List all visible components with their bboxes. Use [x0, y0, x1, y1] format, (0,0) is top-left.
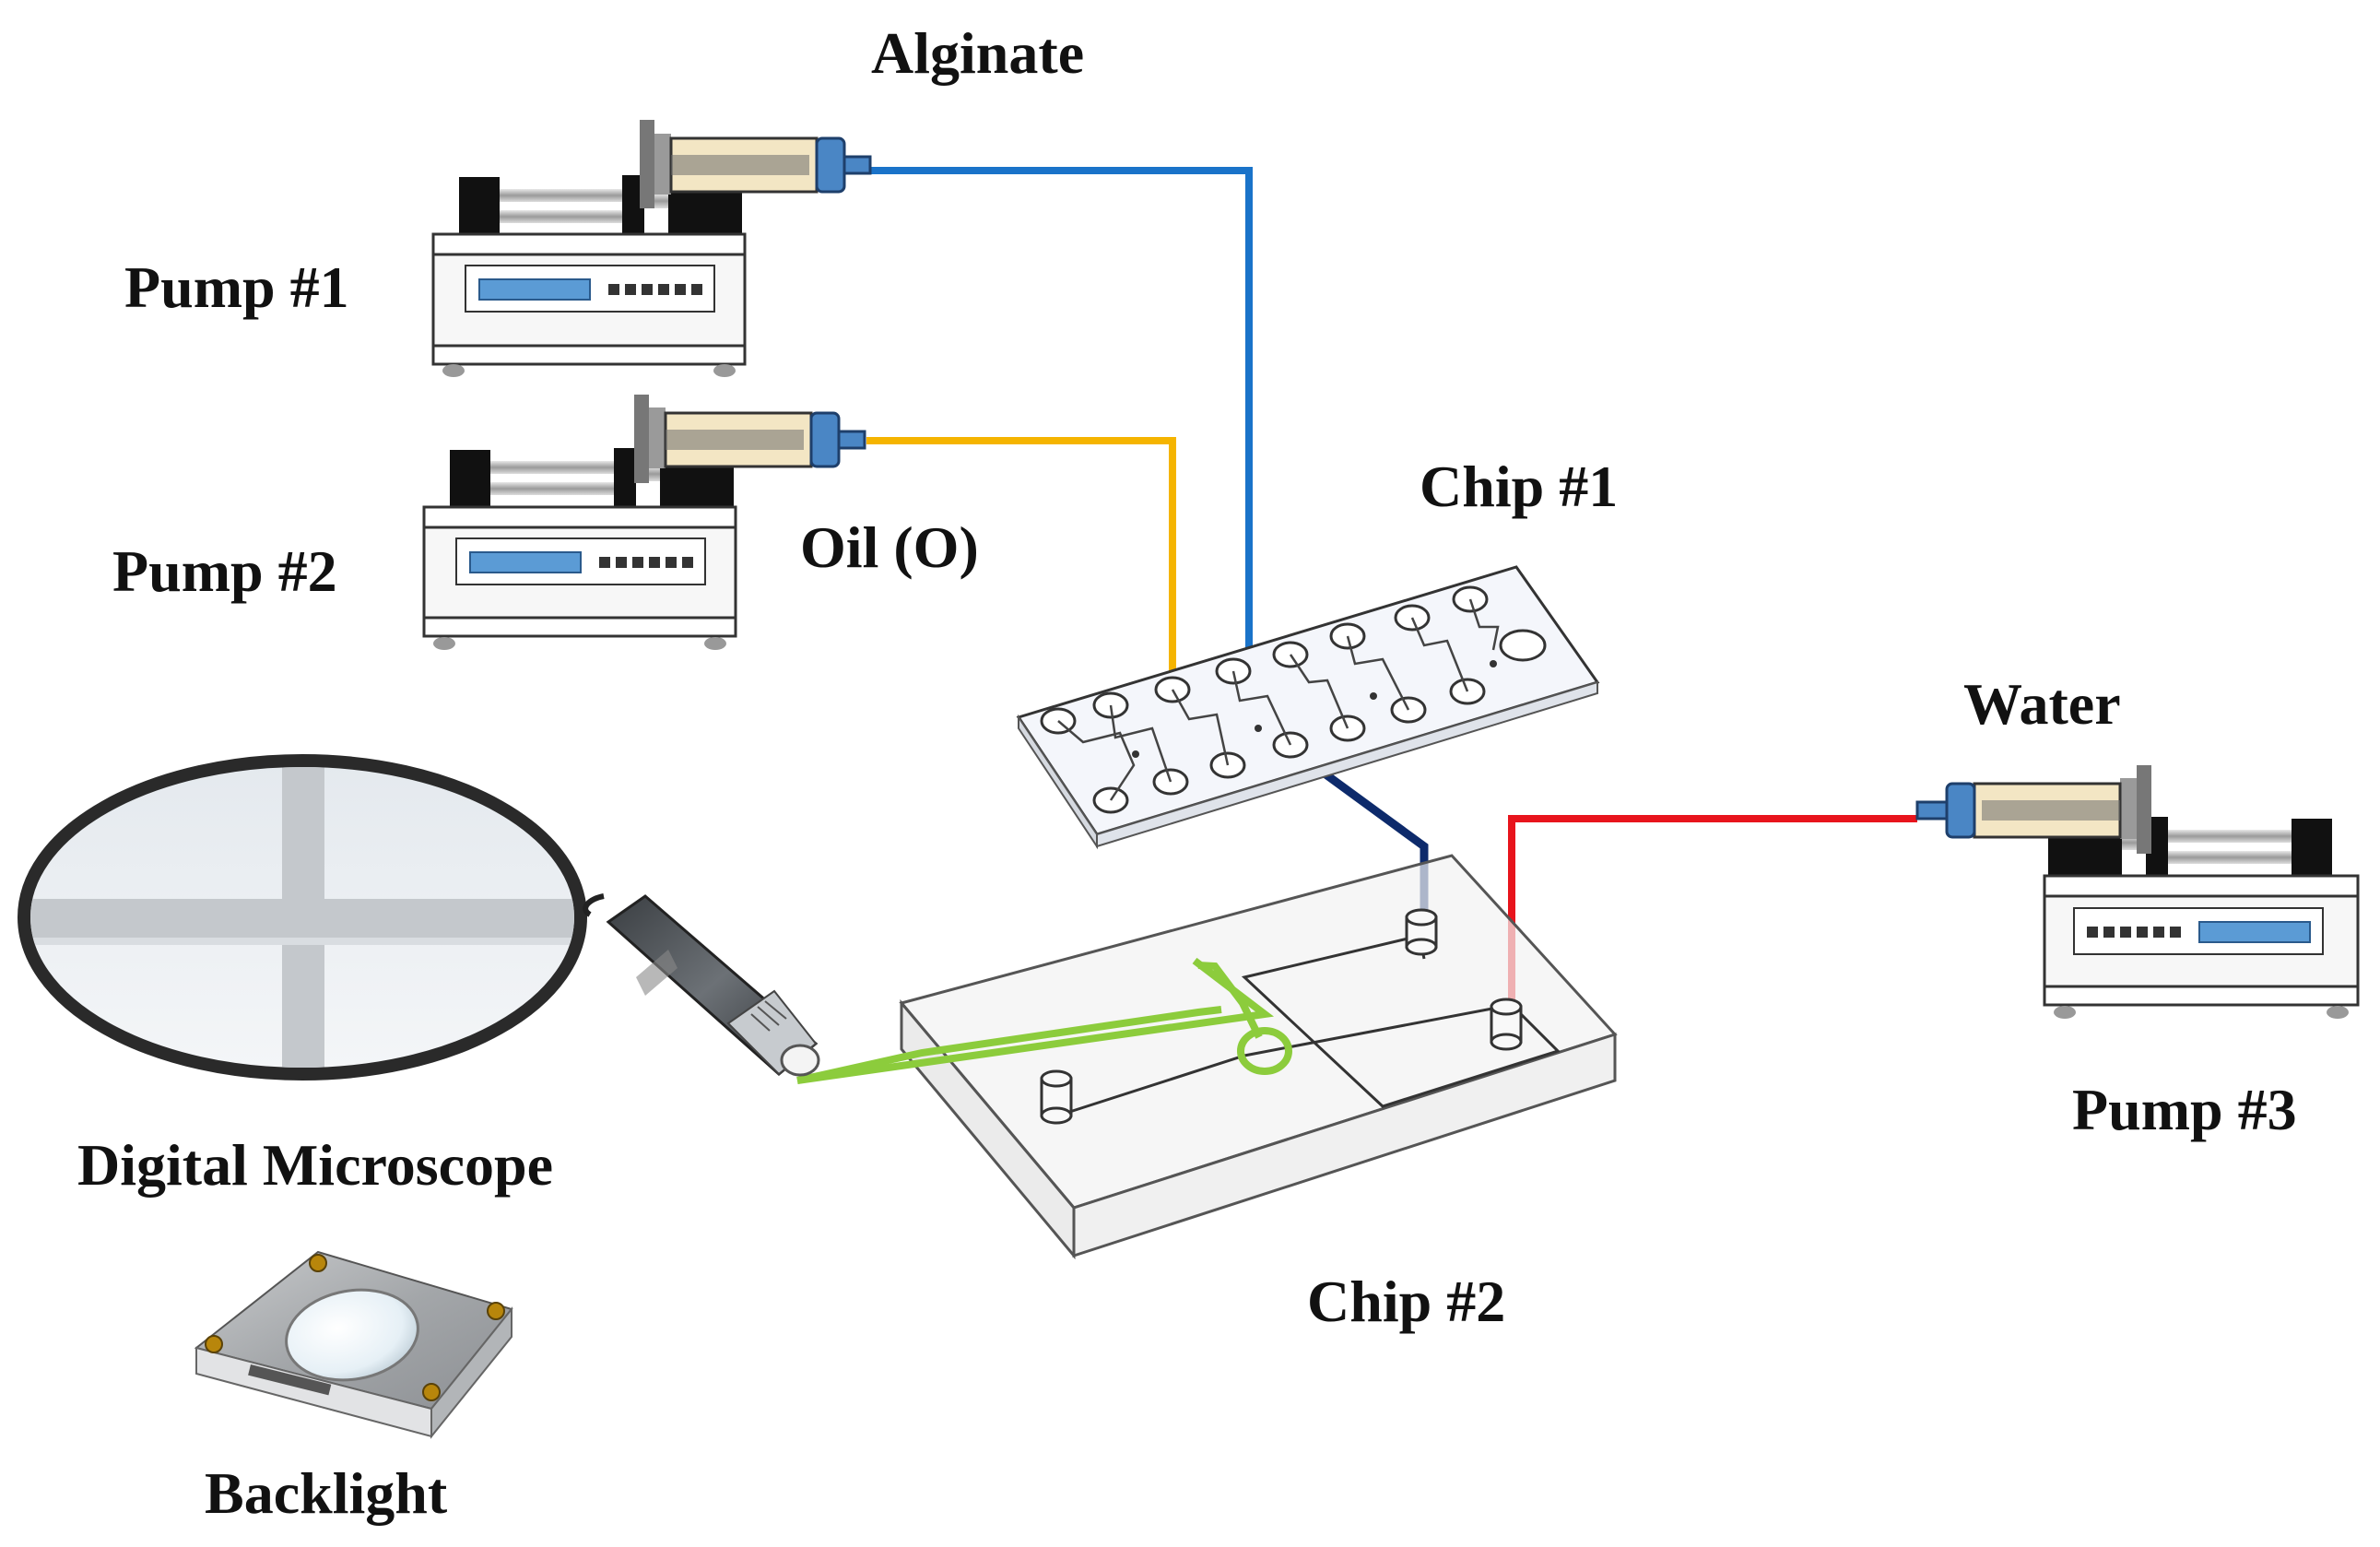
pump-1-icon: [431, 120, 872, 377]
pump-2-label: Pump #2: [112, 538, 337, 604]
alginate-tubing: [866, 167, 1253, 666]
water-label: Water: [1963, 671, 2121, 737]
chip-1-label: Chip #1: [1420, 454, 1619, 519]
pump-1-label: Pump #1: [124, 254, 349, 320]
water-tubing: [1508, 815, 1917, 1014]
chip-2-label: Chip #2: [1307, 1269, 1506, 1334]
alginate-label: Alginate: [871, 20, 1085, 86]
pump-3-label: Pump #3: [2072, 1077, 2297, 1142]
digital-microscope-icon: [583, 893, 820, 1077]
oil-tubing: [866, 437, 1176, 693]
chip-2-icon: [796, 854, 1618, 1260]
backlight-panel-icon: [194, 1250, 513, 1439]
chip-1-icon: [1016, 565, 1600, 850]
backlight-label: Backlight: [205, 1460, 448, 1526]
observation-ring: [1237, 1027, 1292, 1075]
magnified-view-icon: [18, 754, 587, 1081]
oil-label: Oil (O): [800, 514, 979, 580]
digital-microscope-label: Digital Microscope: [77, 1132, 554, 1198]
pump-2-icon: [422, 395, 866, 650]
pump-3-icon: [1915, 765, 2360, 1019]
